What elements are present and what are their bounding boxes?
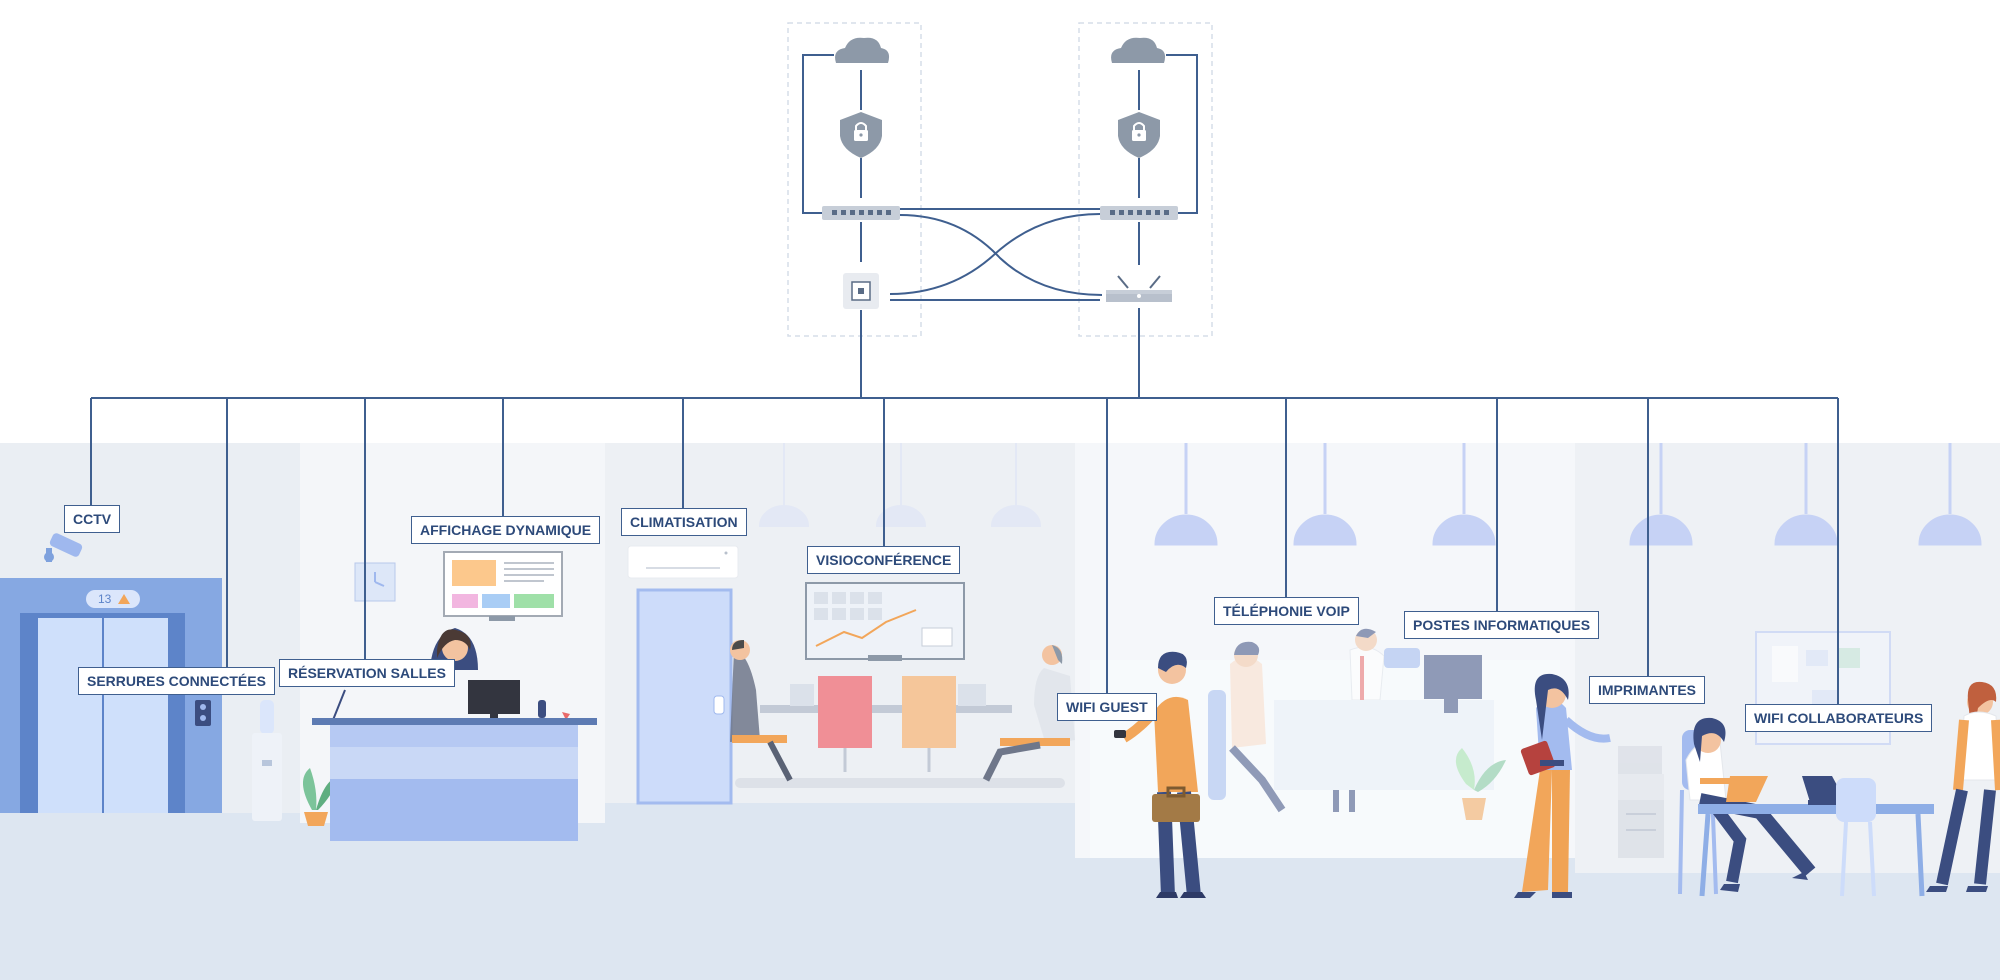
right-rack-outline xyxy=(1078,22,1213,337)
elevator: 13 xyxy=(0,578,222,813)
elevator-floor-number: 13 xyxy=(98,592,112,606)
shield-lock-icon xyxy=(1118,112,1160,158)
label-imprimantes: IMPRIMANTES xyxy=(1589,676,1705,704)
open-space xyxy=(1208,628,1506,820)
meeting-room xyxy=(730,582,1075,788)
reception-desk xyxy=(312,628,597,841)
water-cooler xyxy=(252,700,282,821)
wall-clock xyxy=(354,562,396,602)
label-postes-informatiques: POSTES INFORMATIQUES xyxy=(1404,611,1600,639)
cloud-icon xyxy=(1111,37,1166,63)
label-visioconference: VISIOCONFÉRENCE xyxy=(807,546,961,574)
label-affichage-dynamique: AFFICHAGE DYNAMIQUE xyxy=(411,516,601,544)
wifi-router-icon xyxy=(1106,275,1172,302)
network-switch-icon xyxy=(822,206,900,220)
label-telephonie-voip: TÉLÉPHONIE VOIP xyxy=(1214,597,1359,625)
label-cctv: CCTV xyxy=(64,505,121,533)
person-right-edge xyxy=(1926,681,2000,892)
ceiling-lamps xyxy=(758,443,1982,546)
label-wifi-guest: WIFI GUEST xyxy=(1057,693,1157,721)
left-rack-outline xyxy=(787,22,922,337)
label-serrures-connectees: SERRURES CONNECTÉES xyxy=(78,667,275,695)
printer xyxy=(1618,746,1664,858)
cloud-icon xyxy=(835,37,890,63)
cctv-camera-icon xyxy=(44,533,83,562)
guest-person xyxy=(1114,651,1206,898)
air-conditioner xyxy=(627,545,739,579)
network-infrastructure xyxy=(90,22,1839,705)
dynamic-display-screen xyxy=(443,551,563,621)
shield-lock-icon xyxy=(840,112,882,158)
work-desk xyxy=(1698,776,1934,897)
network-outlet-icon xyxy=(843,273,879,309)
network-switch-icon xyxy=(1100,206,1178,220)
person-with-folder xyxy=(1514,673,1611,898)
label-climatisation: CLIMATISATION xyxy=(621,508,747,536)
door xyxy=(636,588,733,805)
label-wifi-collaborateurs: WIFI COLLABORATEURS xyxy=(1745,704,1933,732)
label-reservation-salles: RÉSERVATION SALLES xyxy=(279,659,455,687)
